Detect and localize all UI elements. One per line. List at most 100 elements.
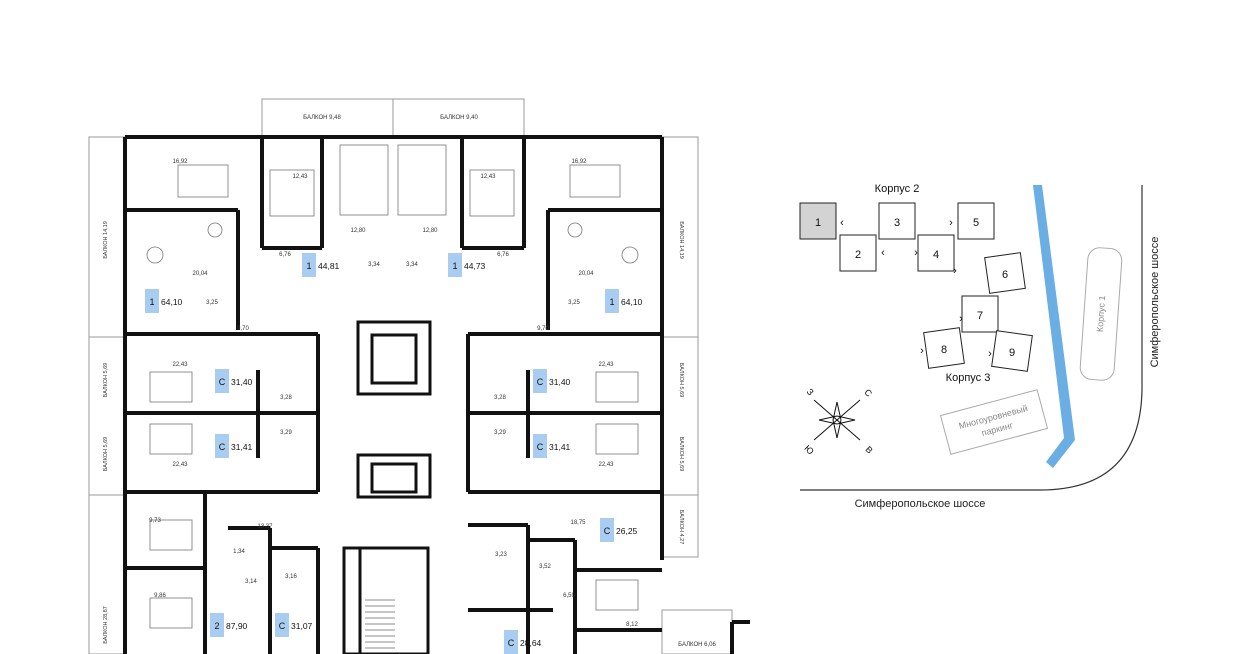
apartment-area: 31,40 [549, 377, 571, 387]
apartment-type: С [279, 621, 286, 631]
balcony-label: БАЛКОН 9,48 [303, 115, 341, 121]
apartment-type: 1 [306, 261, 311, 271]
apartment-type: 2 [214, 621, 219, 631]
apartment-type-box [275, 613, 289, 637]
balcony-label: БАЛКОН 5,69 [678, 363, 684, 398]
apartment-area: 87,90 [226, 621, 248, 631]
room-area-label: 22,43 [598, 362, 614, 368]
apartment-type: С [219, 377, 226, 387]
apartment-type-box [215, 434, 229, 458]
korpus3-label: Корпус 3 [946, 372, 991, 384]
balcony-label: БАЛКОН 5,69 [103, 363, 109, 398]
room-area-label: 6,76 [279, 252, 291, 258]
room-area-label: 12,43 [480, 174, 496, 180]
chevron-icon: ‹ [881, 247, 885, 259]
room-area-label: 16,92 [571, 159, 587, 165]
apartment-badge[interactable]: С 31,07 [275, 613, 313, 637]
apartment-area: 31,41 [231, 442, 253, 452]
chevron-icon: › [949, 217, 953, 229]
room-area-label: 3,14 [245, 579, 257, 585]
building-number: 9 [1009, 347, 1015, 359]
room-area-label: 3,52 [539, 564, 551, 570]
compass-south: Ю [802, 443, 816, 457]
building-number: 2 [855, 249, 861, 261]
room-area-label: 9,70 [537, 326, 549, 332]
korpus1-label: Корпус 1 [1095, 295, 1108, 332]
room-area-label: 6,76 [497, 252, 509, 258]
room-area-label: 6,59 [563, 593, 575, 599]
apartment-type-box [210, 613, 224, 637]
room-area-label: 9,70 [237, 326, 249, 332]
compass-west: З [805, 386, 816, 397]
balcony-label: БАЛКОН 4,27 [678, 510, 684, 545]
room-area-label: 20,04 [192, 271, 208, 277]
apartment-type-box [215, 369, 229, 393]
apartment-area: 64,10 [161, 297, 183, 307]
apartment-badge[interactable]: С 31,40 [215, 369, 253, 393]
room-area-label: 3,28 [494, 395, 506, 401]
apartment-type: С [537, 377, 544, 387]
apartment-type-box [448, 253, 462, 277]
balcony-label: БАЛКОН 28,87 [103, 606, 109, 644]
building-3[interactable]: 3 [878, 202, 916, 240]
apartment-type-box [145, 289, 159, 313]
building-number: 3 [894, 217, 900, 229]
apartment-type: С [604, 526, 611, 536]
chevron-icon: › [959, 313, 963, 325]
apartment-type-box [302, 253, 316, 277]
building-8[interactable]: 8 [923, 327, 965, 369]
apartment-badge[interactable]: С 31,40 [533, 369, 571, 393]
room-area-label: 13,37 [257, 524, 273, 530]
apartment-type: С [219, 442, 226, 452]
room-area-label: 3,29 [280, 430, 292, 436]
building-5[interactable]: 5 [957, 202, 995, 240]
room-area-label: 22,43 [172, 362, 188, 368]
apartment-type-box [533, 434, 547, 458]
building-number: 5 [973, 217, 979, 229]
apartment-area: 28,64 [520, 638, 542, 648]
apartment-badge[interactable]: С 26,25 [600, 518, 638, 542]
room-area-label: 12,80 [350, 228, 366, 234]
building-1[interactable]: 1 [799, 202, 837, 240]
room-area-label: 8,12 [626, 622, 638, 628]
building-number: 7 [977, 310, 983, 322]
building-6[interactable]: 6 [984, 252, 1026, 294]
apartment-type-box [533, 369, 547, 393]
room-area-label: 9,86 [154, 593, 166, 599]
apartment-area: 64,10 [621, 297, 643, 307]
apartment-area: 31,40 [231, 377, 253, 387]
building-2[interactable]: 2 [839, 234, 877, 272]
room-area-label: 3,28 [280, 395, 292, 401]
room-area-label: 3,25 [206, 300, 218, 306]
apartment-area: 31,41 [549, 442, 571, 452]
balcony-label: БАЛКОН 5,69 [678, 437, 684, 472]
balcony-label: БАЛКОН 5,69 [103, 437, 109, 472]
chevron-icon: › [953, 265, 957, 277]
room-area-label: 16,92 [172, 159, 188, 165]
chevron-icon: ‹ [840, 217, 844, 229]
building-9[interactable]: 9 [991, 330, 1033, 372]
balcony-label: БАЛКОН 14,19 [103, 221, 109, 259]
apartment-badge[interactable]: С 31,41 [215, 434, 253, 458]
apartment-area: 31,07 [291, 621, 313, 631]
building-4[interactable]: 4 [917, 234, 955, 272]
room-area-label: 3,34 [368, 262, 380, 268]
korpus2-label: Корпус 2 [875, 183, 920, 195]
building-number: 8 [941, 344, 947, 356]
apartment-type: 1 [149, 297, 154, 307]
building-number: 1 [815, 217, 821, 229]
apartment-type: 1 [609, 297, 614, 307]
road-label-bottom: Симферопольское шоссе [855, 498, 986, 510]
apartment-area: 26,25 [616, 526, 638, 536]
building-7[interactable]: 7 [961, 295, 999, 333]
balcony-label: БАЛКОН 9,40 [440, 115, 478, 121]
room-area-label: 3,25 [568, 300, 580, 306]
